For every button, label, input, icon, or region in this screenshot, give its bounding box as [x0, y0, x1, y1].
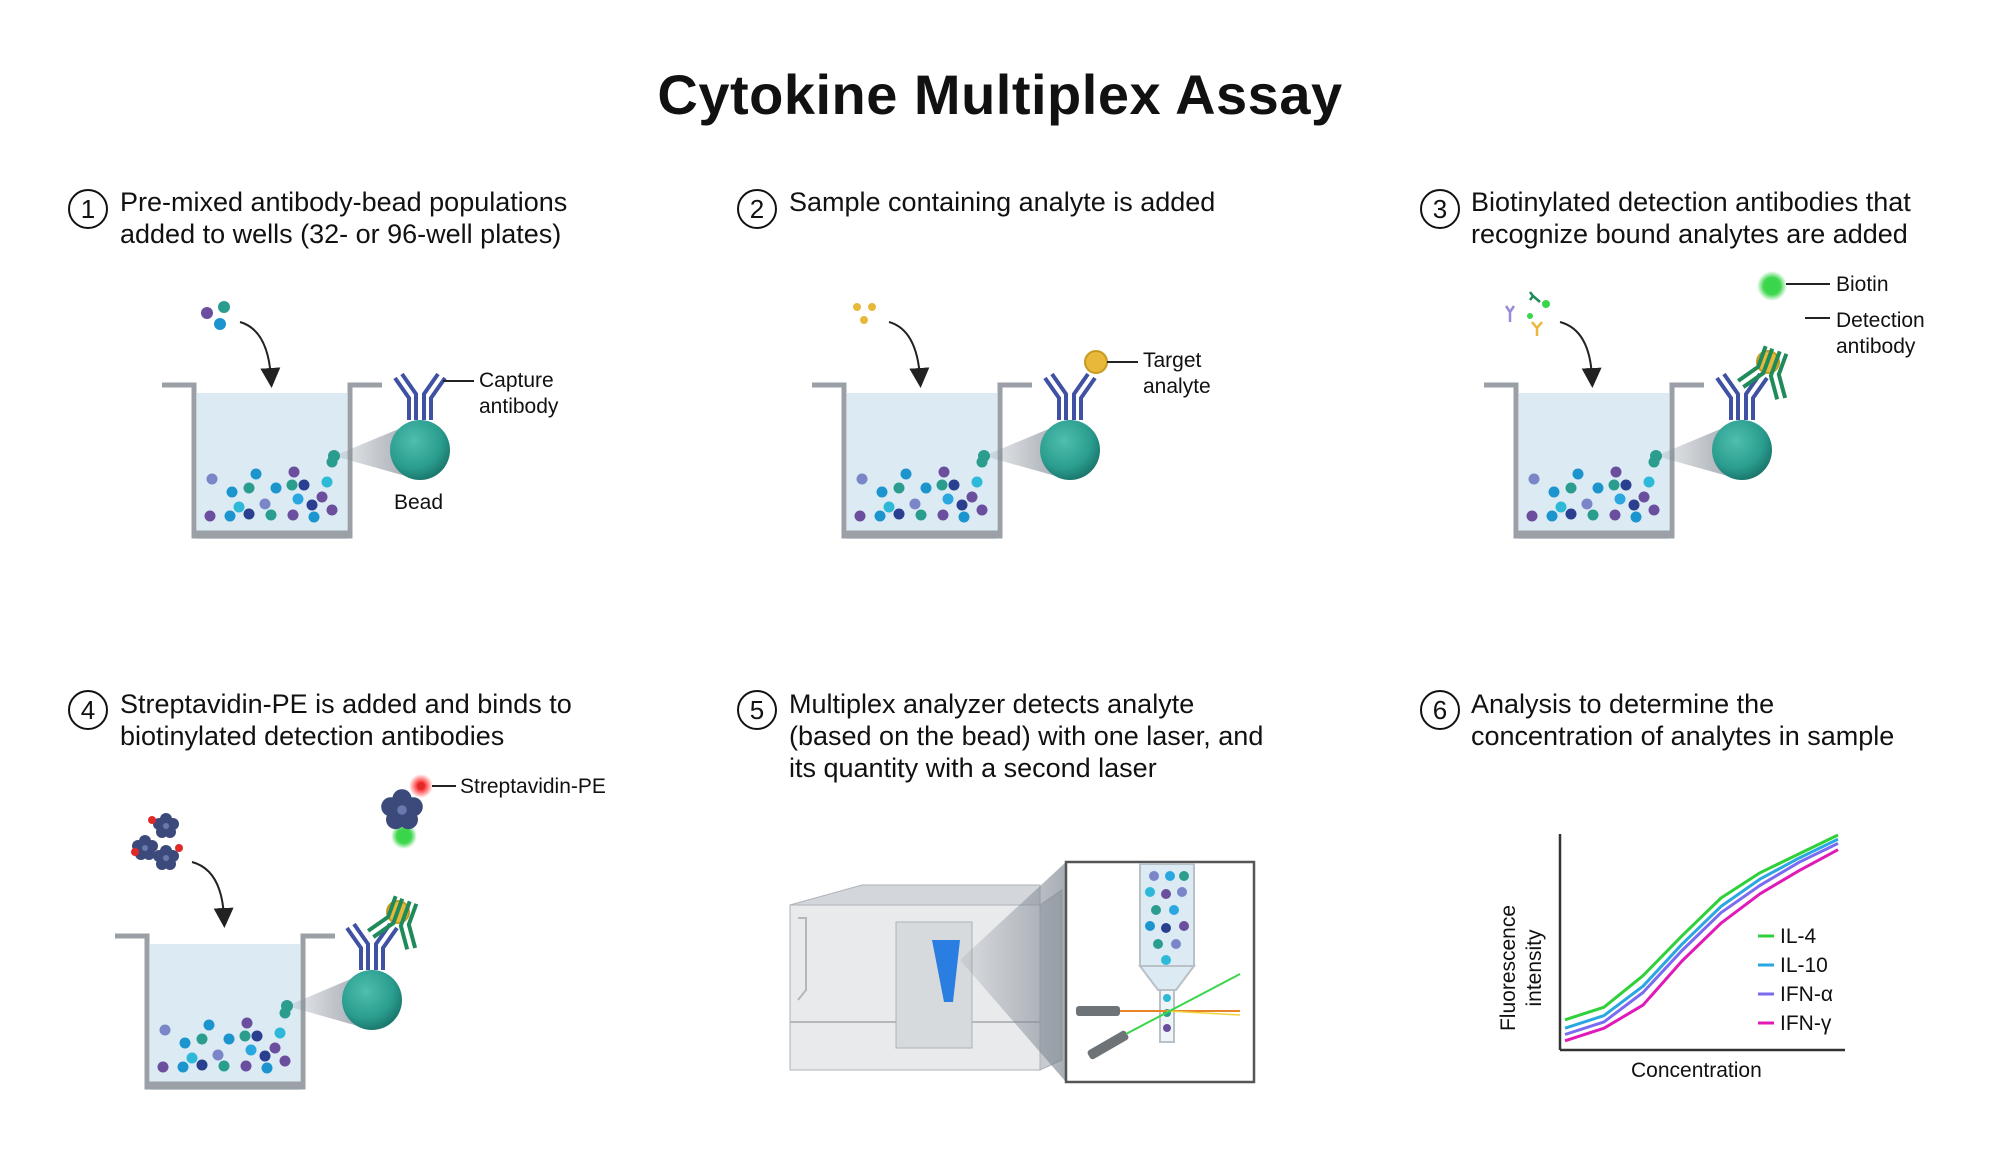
step-text: Multiplex analyzer detects analyte (base… — [789, 689, 1264, 783]
laser-icon — [1087, 973, 1241, 1060]
incoming-analyte — [860, 316, 868, 324]
incoming-analyte — [868, 303, 876, 311]
incoming-bead — [214, 318, 226, 330]
target-analyte-icon — [1084, 350, 1108, 374]
legend-label: IFN-γ — [1780, 1012, 1832, 1035]
series-line-ifn-α — [1564, 842, 1839, 1036]
incoming-streptavidin-pe — [131, 813, 183, 870]
step-text: Sample containing analyte is added — [789, 187, 1216, 217]
flow-cell-icon — [1138, 863, 1196, 1043]
detection-antibody-label: Detection antibody — [1836, 309, 1925, 358]
panel-1-illustration — [162, 301, 474, 539]
step-number: 2 — [737, 189, 777, 229]
panel-4-illustration — [115, 774, 456, 1090]
assay-well — [812, 385, 1032, 539]
arrow-icon — [888, 321, 930, 388]
legend-label: IFN-α — [1780, 983, 1833, 1006]
arrow-icon — [1559, 321, 1602, 388]
chart-x-label: Concentration — [1631, 1059, 1762, 1082]
step-number: 4 — [68, 690, 108, 730]
panel-2-illustration — [812, 303, 1138, 539]
capture-antibody-icon — [393, 372, 447, 422]
bead-icon — [1040, 420, 1100, 480]
step-number: 3 — [1420, 189, 1460, 229]
arrow-icon — [191, 861, 234, 928]
bead-icon — [342, 970, 402, 1030]
step-number: 1 — [68, 189, 108, 229]
step-text: Streptavidin-PE is added and binds to bi… — [120, 689, 572, 751]
series-line-ifn-γ — [1564, 848, 1839, 1043]
series-line-il-4 — [1564, 833, 1839, 1022]
streptavidin-pe-label: Streptavidin-PE — [460, 775, 606, 798]
bead-icon — [1712, 420, 1772, 480]
page-title: Cytokine Multiplex Assay — [657, 63, 1343, 126]
capture-antibody-icon — [1715, 372, 1769, 422]
bead-icon — [390, 420, 450, 480]
panel-5-illustration — [789, 860, 1256, 1084]
panel-3-illustration — [1484, 271, 1830, 539]
step-number: 6 — [1420, 690, 1460, 730]
incoming-bead — [201, 307, 213, 319]
step-text: Pre-mixed antibody-bead populations adde… — [120, 187, 568, 249]
laser-icon — [1076, 1006, 1241, 1016]
arrow-icon — [239, 321, 281, 388]
assay-well — [162, 385, 382, 539]
legend-label: IL-10 — [1780, 954, 1828, 977]
capture-antibody-label: Capture antibody — [479, 369, 559, 418]
zoom-cone — [960, 862, 1066, 1082]
biotin-label: Biotin — [1836, 273, 1889, 296]
chart-y-label: Fluorescence intensity — [1497, 904, 1546, 1032]
assay-well — [115, 936, 335, 1090]
capture-antibody-icon — [1043, 372, 1097, 422]
capture-antibody-icon — [345, 922, 399, 972]
assay-well — [1484, 385, 1704, 539]
legend-label: IL-4 — [1780, 925, 1817, 948]
step-text: Analysis to determine the concentration … — [1471, 689, 1895, 751]
target-analyte-label: Target analyte — [1143, 349, 1211, 398]
incoming-analyte — [853, 303, 861, 311]
bead-label: Bead — [394, 491, 444, 514]
incoming-detection-antibodies — [1504, 291, 1550, 336]
step-text: Biotinylated detection antibodies that r… — [1471, 187, 1911, 249]
incoming-bead — [218, 301, 230, 313]
series-line-il-10 — [1564, 837, 1839, 1030]
step-number: 5 — [737, 690, 777, 730]
